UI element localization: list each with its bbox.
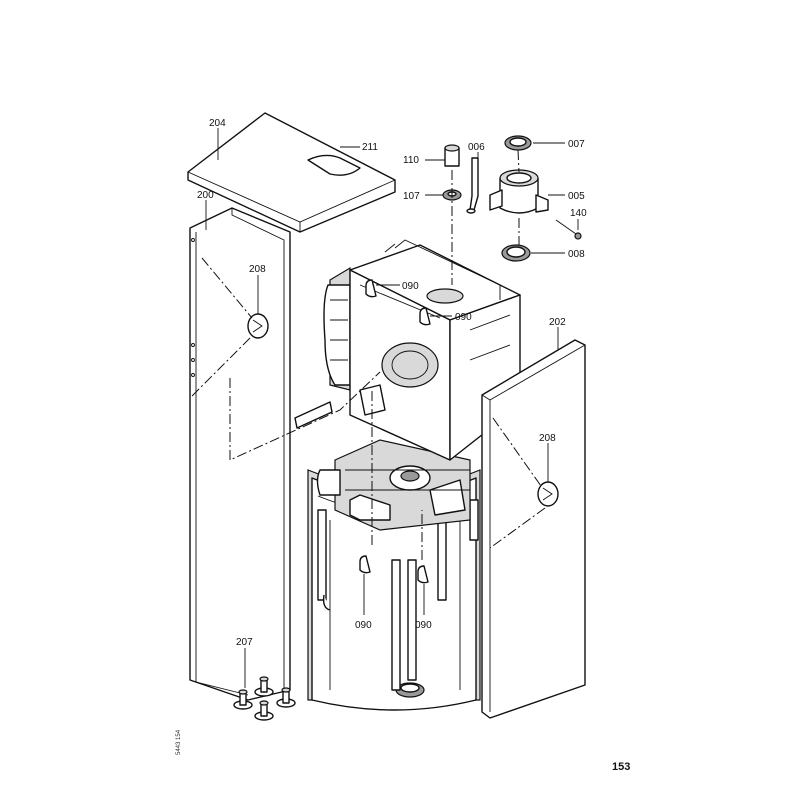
- fixing-clip-090-c: [359, 555, 371, 574]
- callout-207: 207: [236, 637, 253, 648]
- probe-006: [466, 157, 479, 214]
- callout-202: 202: [549, 317, 566, 328]
- panel-clip-right: [537, 481, 559, 507]
- panel-clip-left: [247, 313, 269, 339]
- callout-140: 140: [570, 208, 587, 219]
- sensor-140: [555, 219, 582, 240]
- callout-090-top-right: 090: [455, 312, 472, 323]
- fixing-clip-090-b: [419, 307, 431, 326]
- storage-tank: [307, 469, 481, 711]
- fixing-clip-090-a: [365, 279, 377, 298]
- adjustable-feet-207: [233, 676, 296, 721]
- page-number: 153: [612, 761, 630, 773]
- callout-090-top-left: 090: [402, 281, 419, 292]
- callout-208-right: 208: [539, 433, 556, 444]
- callout-110: 110: [403, 155, 419, 166]
- leader-lines: [205, 128, 579, 688]
- assembly-lines: [189, 149, 546, 560]
- vent-110: [444, 144, 460, 167]
- callout-007: 007: [568, 139, 585, 150]
- seal-ring-007: [504, 135, 532, 151]
- left-side-panel: [189, 207, 291, 701]
- callout-008: 008: [568, 249, 585, 260]
- flue-adapter-005: [489, 169, 549, 214]
- right-side-panel: [481, 339, 586, 719]
- document-reference: 5443 154: [176, 729, 182, 755]
- fixing-clip-090-d: [417, 565, 429, 584]
- callout-211: 211: [362, 142, 378, 153]
- seal-ring-008: [501, 244, 531, 262]
- hydraulic-unit: [316, 439, 471, 531]
- top-cover: [187, 112, 396, 233]
- callout-006: 006: [468, 142, 485, 153]
- callout-005: 005: [568, 191, 585, 202]
- callout-204: 204: [209, 118, 226, 129]
- callout-200: 200: [197, 190, 214, 201]
- callout-090-bottom-left: 090: [355, 620, 372, 631]
- callout-208-left: 208: [249, 264, 266, 275]
- callout-107: 107: [403, 191, 420, 202]
- callout-090-bottom-right: 090: [415, 620, 432, 631]
